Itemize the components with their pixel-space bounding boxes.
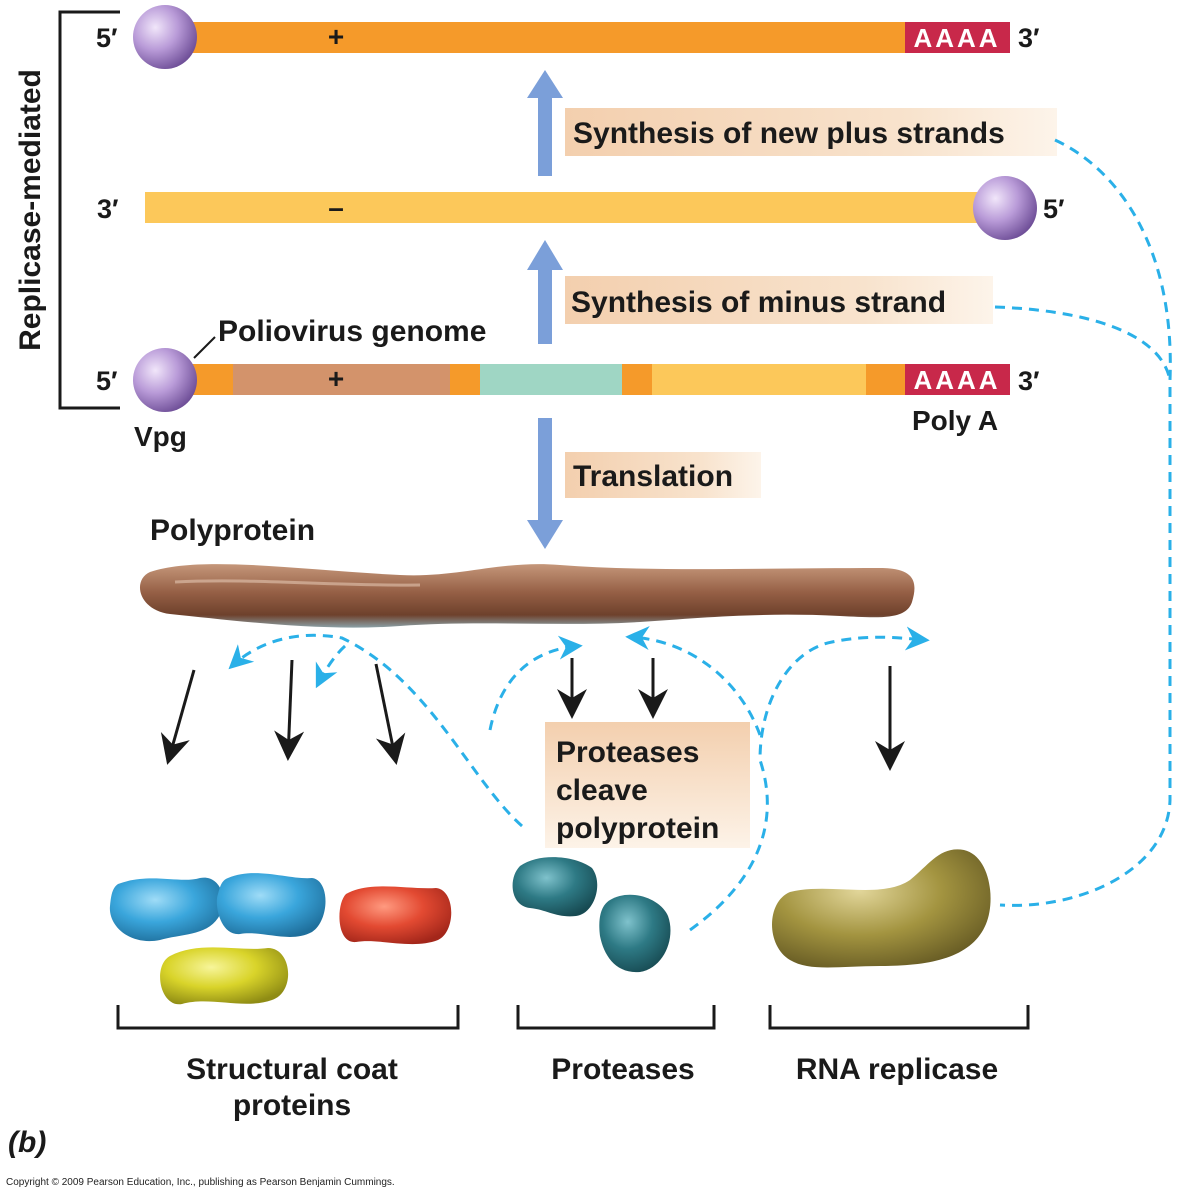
panel-label: (b) [8,1126,46,1159]
five-prime-label: 5′ [96,366,118,396]
translation-label: Translation [573,460,733,493]
plus-sign: + [328,21,344,52]
cleavage-line: Proteases [556,736,699,769]
poly-a-text: AAAA [913,365,1000,395]
cleavage-line: polyprotein [556,812,719,845]
minus-synthesis-arrow [527,240,563,344]
structural-label: Structural coat [186,1053,398,1086]
poly-a-block [905,364,1010,395]
replicase-bracket [58,10,120,410]
three-prime-label: 3′ [1018,366,1040,396]
coat-protein-red [339,886,452,945]
structural-label: proteins [233,1089,351,1122]
translation-label-bg [565,452,761,498]
polyprotein-label: Polyprotein [150,514,315,547]
cleavage-arrows [160,658,905,771]
minus-sign: – [328,192,344,223]
product-brackets [116,1005,1030,1030]
vpg-ball [973,176,1037,240]
coat-protein-yellow [160,947,289,1005]
copyright: Copyright © 2009 Pearson Education, Inc.… [6,1177,395,1188]
protease-blob [512,857,598,917]
minus-strand-bar [145,192,1010,223]
protease-blob [599,894,671,973]
three-prime-label: 3′ [97,194,119,224]
plus-sign: + [328,363,344,394]
minus-synthesis-label-bg [565,276,993,324]
poly-a-text: AAAA [913,23,1000,53]
new-plus-strand: AAAA 5′ 3′ + [96,5,1040,69]
cleavage-label-bg [545,722,750,848]
plus-synthesis-arrow [527,70,563,176]
polyprotein-shape [139,564,915,628]
replicase-mediated-label: Replicase-mediated [14,69,47,351]
five-prime-label: 5′ [1043,194,1065,224]
minus-strand: 3′ 5′ – [97,176,1065,240]
cleavage-label: Proteases cleave polyprotein [556,736,719,845]
genome-title: Poliovirus genome [218,315,486,348]
protease-enzymes [512,857,671,973]
three-prime-label: 3′ [1018,23,1040,53]
five-prime-label: 5′ [96,23,118,53]
vpg-label: Vpg [134,421,187,452]
structural-coat-proteins [109,873,452,1005]
minus-synthesis-label: Synthesis of minus strand [571,286,946,319]
genome-strand: AAAA 5′ 3′ + [96,348,1040,412]
vpg-ball [133,5,197,69]
proteases-label: Proteases [551,1053,694,1086]
poly-a-label: Poly A [912,405,998,436]
rna-replicase-label: RNA replicase [796,1053,998,1086]
vpg-ball [133,348,197,412]
poly-a-block [905,22,1010,53]
translation-arrow [527,418,563,549]
plus-synthesis-label: Synthesis of new plus strands [573,117,1005,150]
rna-replicase-enzyme [772,849,991,968]
cleavage-line: cleave [556,774,648,807]
plus-strand-bar [165,22,905,53]
feedback-arrows [228,138,1172,932]
coat-protein-blue [216,873,326,937]
genome-pointer [193,336,216,359]
coat-protein-blue [109,877,224,942]
plus-synthesis-label-bg [565,108,1057,156]
